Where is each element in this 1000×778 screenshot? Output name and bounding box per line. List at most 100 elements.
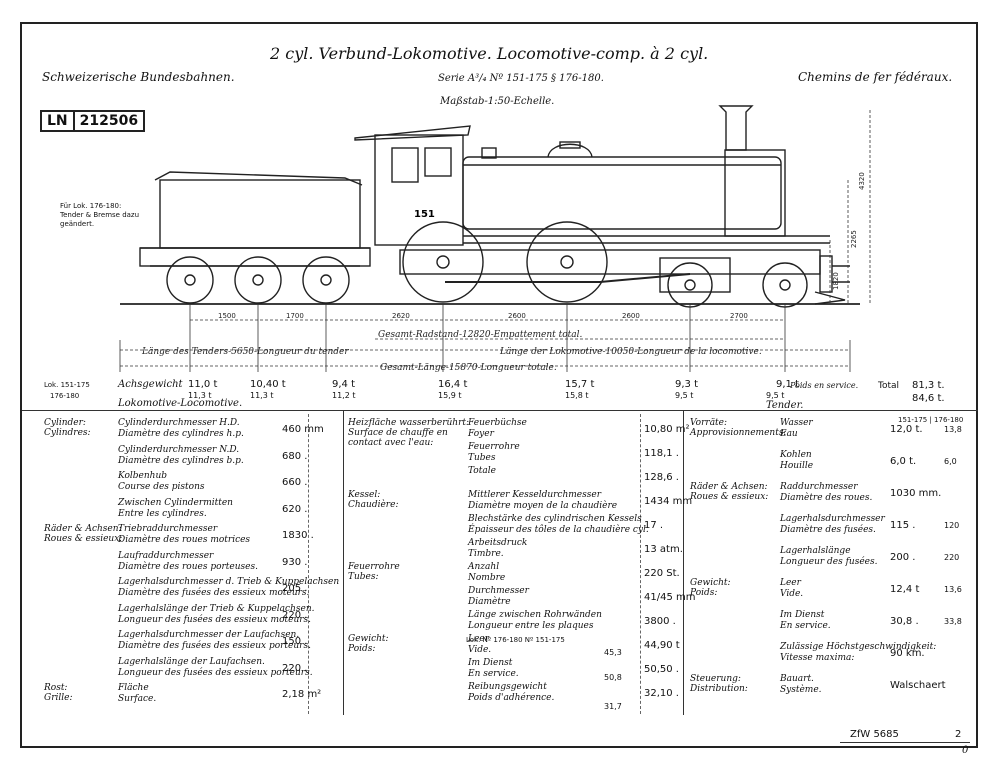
spec-label-fr: Longueur des fusées des essieux moteurs. <box>118 614 312 625</box>
spec-value: 12,4 t <box>890 584 920 595</box>
dim-axle-2: 1700 <box>286 312 304 320</box>
spec-label-fr: Vide. <box>468 645 492 655</box>
spec-label-fr: Nombre <box>468 573 506 583</box>
spec-value: 17 . <box>644 520 664 531</box>
spec-category: Heizfläche wasserberührt: Surface de cha… <box>348 418 470 448</box>
spec-label-fr: En service. <box>468 669 519 679</box>
spec-label-de: Bauart. <box>780 674 814 684</box>
dim-axle-4: 2600 <box>508 312 526 320</box>
footer-rule <box>840 742 970 743</box>
aw-title-de: Achsgewicht <box>118 379 183 390</box>
spec-category: Räder & Achsen: Roues & essieux: <box>44 524 123 544</box>
spec-value-alt: 33,8 <box>944 617 962 626</box>
spec-value: 6,0 t. <box>890 456 917 467</box>
spec-category: Kessel: Chaudière: <box>348 490 399 510</box>
spec-value: Walschaert <box>890 680 946 691</box>
spec-value: 90 km. <box>890 648 925 659</box>
aw-r2-6: 9,5 t <box>675 391 694 400</box>
spec-value: 680 . <box>282 450 308 462</box>
spec-value: 115 . <box>890 520 916 531</box>
spec-value: 930 . <box>282 556 308 568</box>
railway-name-fr: Chemins de fer fédéraux. <box>798 70 953 84</box>
spec-label-de: Cylinderdurchmesser N.D. <box>118 444 240 455</box>
spec-value: 12,0 t. <box>890 424 923 435</box>
spec-label-de: Kolbenhub <box>118 471 168 481</box>
col1-value-rule <box>308 414 309 714</box>
spec-label-fr: Longueur des fusées. <box>780 557 878 567</box>
aw-total2: 84,6 t. <box>912 393 945 404</box>
ln-stamp: LN 212506 <box>40 110 146 132</box>
spec-value: 41/45 mm <box>644 592 696 603</box>
spec-label-de: Mittlerer Kesseldurchmesser <box>468 490 601 500</box>
spec-label-fr: Vide. <box>780 589 804 599</box>
aw-tender-label: Tender. <box>766 400 804 411</box>
spec-label-de: Triebraddurchmesser <box>118 524 218 534</box>
col-divider-1 <box>343 410 344 715</box>
spec-label-de: Leer <box>780 578 801 588</box>
spec-label-fr: Diamètre des cylindres b.p. <box>118 455 244 466</box>
spec-label-fr: Vitesse maxima: <box>780 653 855 663</box>
spec-value: 1830 . <box>282 530 314 541</box>
footer-corner: 0 <box>962 745 969 756</box>
spec-value: 460 mm <box>282 424 324 435</box>
spec-label-fr: Diamètre <box>468 597 511 607</box>
dim-axle-3: 2620 <box>392 312 410 320</box>
aw-row1-label: Lok. 151-175 <box>44 381 90 389</box>
drawing-sheet <box>20 22 978 748</box>
chimney <box>718 105 754 151</box>
spec-value-alt: 220 <box>944 553 960 562</box>
spec-value: 128,6 . <box>644 472 679 483</box>
dienst-176: 50,8 <box>604 673 622 682</box>
spec-label-de: Zulässige Höchstgeschwindigkeit: <box>780 642 937 652</box>
col3-head: 151-175 | 176-180 <box>898 416 964 424</box>
dim-axle-5: 2600 <box>622 312 640 320</box>
footer-sheet: 2 <box>955 729 962 740</box>
spec-value-alt: 13,8 <box>944 425 962 434</box>
aw-r2-7: 9,5 t <box>766 391 785 400</box>
spec-label-fr: Diamètre moyen de la chaudière <box>468 501 618 511</box>
spec-label-fr: Épaisseur des tôles de la chaudière cyl. <box>468 525 649 535</box>
spec-label-de: Feuerrohre <box>468 442 520 452</box>
spec-category: Rost: Grille: <box>44 683 73 703</box>
spec-value: 205 . <box>282 583 308 594</box>
spec-label-de: Lagerhalsdurchmesser d. Trieb & Kuppelac… <box>118 577 340 587</box>
spec-value: 220 . <box>282 609 308 621</box>
boiler <box>462 156 782 230</box>
spec-label-fr: Diamètre des cylindres h.p. <box>118 429 244 439</box>
table-top-rule <box>22 410 978 411</box>
spec-category: Steuerung: Distribution: <box>690 674 748 694</box>
railway-name-de: Schweizerische Bundesbahnen. <box>42 70 235 84</box>
aw-r2-4: 15,9 t <box>438 391 462 400</box>
dim-height-1: 4320 <box>858 172 866 190</box>
scale-label: Maßstab-1:50-Echelle. <box>440 96 555 107</box>
spec-label-de: Lagerhalsdurchmesser der Laufachsen. <box>118 630 300 640</box>
spec-label-fr: Poids d'adhérence. <box>468 693 555 703</box>
spec-label-fr: Diamètre des roues motrices <box>118 535 251 545</box>
dim-axle-1: 1500 <box>218 312 236 320</box>
series-label: Serie A³/₄ Nº 151-175 § 176-180. <box>438 73 604 84</box>
aw-poids-label: Poids en service. <box>790 381 859 390</box>
spec-label-de: Wasser <box>780 418 813 428</box>
spec-label-de: Lagerhalslänge <box>780 546 851 556</box>
spec-label-de: Lagerhalsdurchmesser <box>780 514 885 524</box>
spec-category: Gewicht: Poids: <box>690 578 731 598</box>
spec-label-fr: Houille <box>780 461 814 471</box>
dim-total-wheelbase: Gesamt-Radstand-12820-Empattement total. <box>378 330 582 340</box>
loco-number: 151 <box>414 209 435 220</box>
dim-height-2: 2265 <box>850 230 858 248</box>
dim-total-length: Gesamt-Länge-15870-Longueur totale. <box>380 363 557 373</box>
spec-category: Cylinder: Cylindres: <box>44 418 91 438</box>
spec-category: Gewicht: Poids: <box>348 634 389 654</box>
spec-label-de: Im Dienst <box>468 658 513 668</box>
col2-subhead: Lok. Nº 176-180 Nº 151-175 <box>466 636 565 644</box>
aw-r1-4: 16,4 t <box>438 379 468 390</box>
spec-label-de: Zwischen Cylindermitten <box>118 497 233 508</box>
spec-label-fr: Système. <box>780 685 822 695</box>
spec-category: Vorräte: Approvisionnements: <box>690 418 787 438</box>
spec-value: 1030 mm. <box>890 488 942 499</box>
spec-value: 32,10 . <box>644 688 679 699</box>
col2-value-rule <box>640 414 641 714</box>
cab <box>374 134 464 246</box>
spec-label-fr: Timbre. <box>468 549 504 559</box>
dim-loco-length: Länge der Lokomotive-10050-Longueur de l… <box>499 347 762 357</box>
